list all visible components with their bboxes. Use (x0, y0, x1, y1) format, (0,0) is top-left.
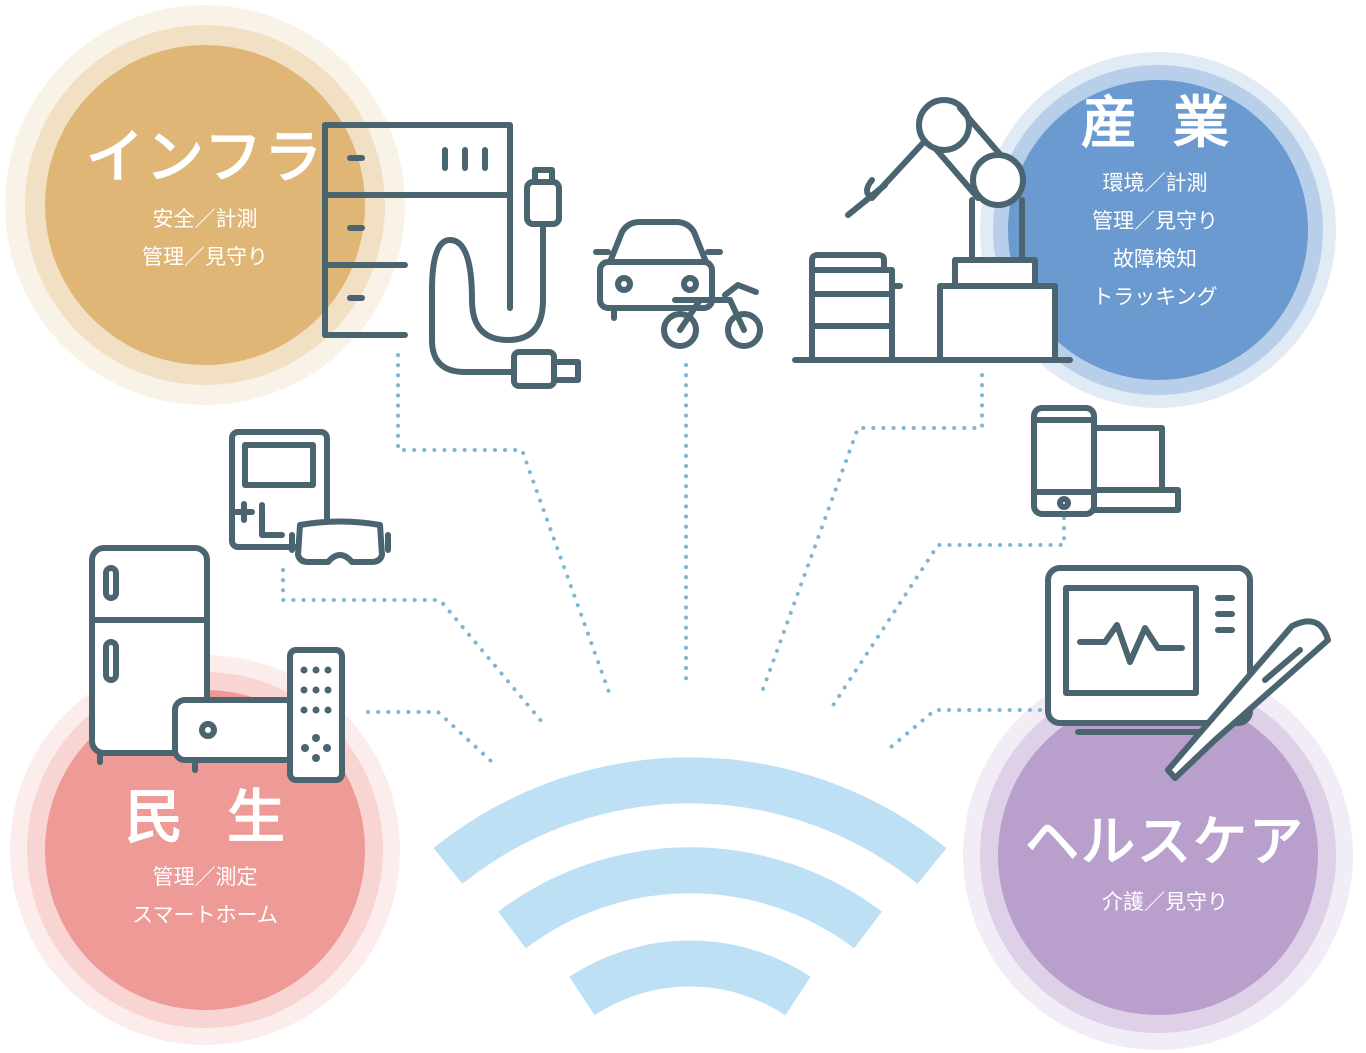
car-icon (593, 219, 723, 321)
industry-title: 産業 (1081, 91, 1265, 156)
laptop-icon (1091, 425, 1181, 513)
motorcycle-icon (661, 282, 763, 349)
boxes-icon (792, 252, 1073, 363)
healthcare-circle (963, 660, 1353, 1050)
infra-title: インフラ (85, 123, 325, 191)
healthcare-title: ヘルスケア (1025, 810, 1305, 873)
industry-line-3: 故障検知 (1113, 247, 1197, 271)
industry-line-1: 環境／計測 (1102, 171, 1208, 195)
vr-goggles-icon (289, 518, 391, 565)
healthcare-line-1: 介護／見守り (1102, 890, 1228, 914)
category-healthcare: ヘルスケア 介護／見守り (1005, 815, 1325, 921)
connector-mobile (828, 516, 1066, 712)
microwave-icon (172, 697, 298, 773)
consumer-title: 民生 (124, 783, 329, 851)
robot-arm-icon (845, 97, 1058, 363)
connector-lines (281, 353, 1066, 764)
consumer-line-2: スマートホーム (132, 903, 278, 927)
category-consumer: 民生 管理／測定 スマートホーム (70, 788, 340, 934)
wifi-icon (433, 757, 947, 1016)
connector-home (366, 710, 494, 764)
smartphone-icon (1031, 405, 1097, 517)
consumer-line-1: 管理／測定 (152, 865, 258, 889)
thermometer-icon (1165, 618, 1331, 781)
industry-line-2: 管理／見守り (1092, 209, 1218, 233)
category-industry: 産業 環境／計測 管理／見守り 故障検知 トラッキング (1020, 96, 1290, 316)
server-icon (322, 122, 513, 338)
cable-icon (429, 167, 581, 389)
remote-control-buttons (300, 666, 332, 762)
industry-circle (980, 52, 1336, 408)
connector-infra (396, 353, 612, 697)
industry-line-4: トラッキング (1092, 285, 1218, 309)
category-infra: インフラ 安全／計測 管理／見守り (70, 128, 340, 276)
infra-line-2: 管理／見守り (142, 245, 268, 269)
vital-monitor-icon (1045, 565, 1253, 735)
infra-line-1: 安全／計測 (152, 207, 258, 231)
game-console-icon (229, 429, 330, 550)
infra-circle (5, 5, 405, 405)
